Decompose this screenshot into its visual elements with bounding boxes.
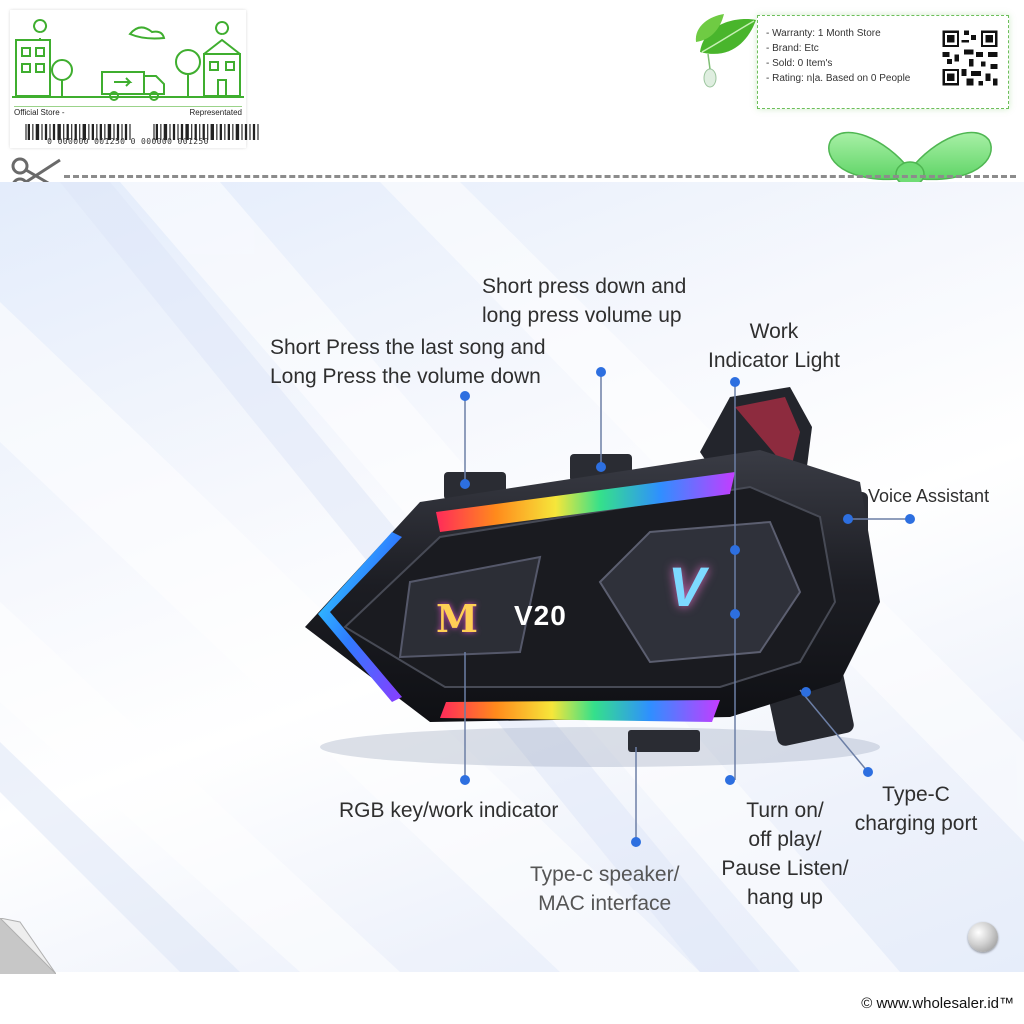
leaf-droplet-icon [695,14,756,88]
product-info-tag: - Warranty: 1 Month Store - Brand: Etc -… [757,15,1009,109]
warranty-text: - Warranty: 1 Month Store [766,28,881,39]
callout-turn-on: Turn on/ off play/ Pause Listen/ hang up [712,796,858,912]
represented-label: Representated [189,108,242,117]
callout-volume-up-line2: long press volume up [482,304,682,327]
callout-turn-on-line2: off play/ [748,828,822,851]
store-labels-row: Official Store - Representated [14,106,242,120]
callout-volume-up-line1: Short press down and [482,275,687,298]
callout-work-light-line2: Indicator Light [708,349,840,372]
device-model-label: V20 [514,600,567,631]
callout-voice-assistant: Voice Assistant [868,486,990,506]
info-lines: - Warranty: 1 Month Store - Brand: Etc -… [766,26,910,86]
callout-speaker-line1: Type-c speaker/ [530,863,680,886]
callout-rgb-key: RGB key/work indicator [339,799,559,822]
barcode [25,124,259,140]
metal-rivet-icon [968,922,998,952]
callout-charging-line1: Type-C [882,783,950,806]
callout-leaders [460,367,915,847]
callout-speaker: Type-c speaker/ MAC interface [530,860,679,918]
product-diagram-panel: M V20 V Short Press the last song and Lo… [0,182,1024,972]
city-delivery-illustration [12,19,244,101]
dashed-cut-line [64,175,1016,178]
device-logo-letter: M [436,596,479,641]
callout-last-song: Short Press the last song and Long Press… [270,333,546,391]
callout-volume-up: Short press down and long press volume u… [482,272,686,330]
callout-last-song-line2: Long Press the volume down [270,365,541,388]
callout-turn-on-line3: Pause Listen/ [721,857,849,880]
official-store-label: Official Store - [14,108,65,117]
corner-peel-icon [0,918,56,974]
copyright-text: © www.wholesaler.id™ [861,995,1014,1012]
callout-speaker-line2: MAC interface [538,892,672,915]
callout-charging-line2: charging port [854,812,978,835]
callout-work-light-line1: Work [749,320,799,343]
callout-turn-on-line1: Turn on/ [746,799,824,822]
qr-code [940,28,1000,88]
brand-text: - Brand: Etc [766,43,819,54]
sold-text: - Sold: 0 Item's [766,58,833,69]
v20-intercom-device [305,387,880,767]
device-brand-mark: V [668,555,706,618]
callout-charging: Type-C charging port [846,780,986,838]
barcode-number: 0 000000 001250 0 000000 001250 [47,137,209,146]
official-store-card: Official Store - Representated 0 000000 … [10,10,259,148]
callout-last-song-line1: Short Press the last song and [270,336,546,359]
rating-text: - Rating: n|a. Based on 0 People [766,73,911,84]
callout-work-light: Work Indicator Light [708,317,840,375]
callout-turn-on-line4: hang up [747,886,823,909]
